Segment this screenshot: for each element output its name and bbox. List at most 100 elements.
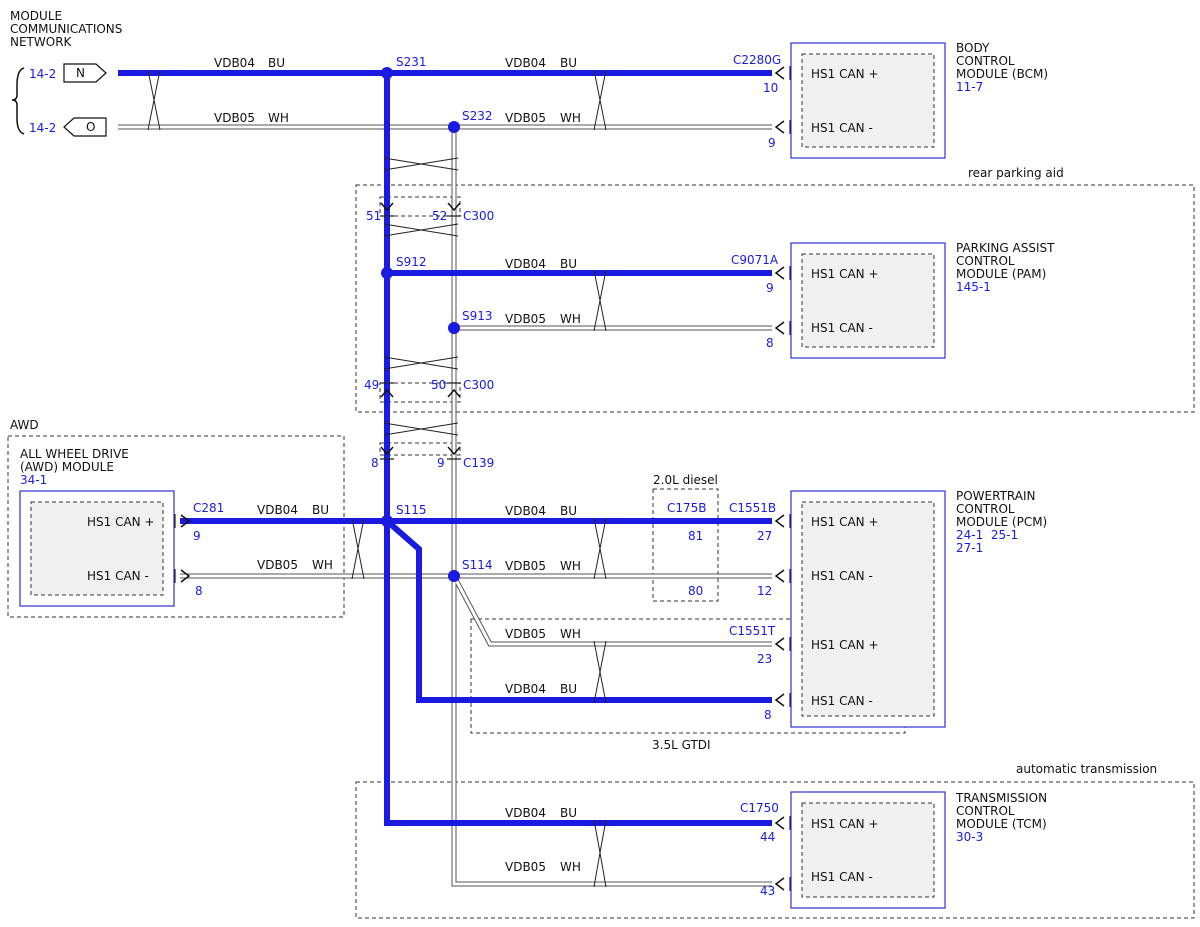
modules-tcm-pins-1-pin-label: 43 <box>760 884 775 898</box>
modules-pam-pins-1-pin-label: 8 <box>766 336 774 350</box>
circuits-bu-color-label: BU <box>312 503 329 517</box>
circuits-bu-color-label: BU <box>268 56 285 70</box>
circuits-wh-color-label: WH <box>268 111 289 125</box>
connector-c300-bottom[interactable]: C300 <box>463 378 494 392</box>
splice-dot-s912 <box>381 267 393 279</box>
group-box-diesel <box>652 488 719 602</box>
circuits-bu-code-label: VDB04 <box>257 503 298 517</box>
modules-awd-name-lines-1-label: (AWD) MODULE <box>20 460 114 474</box>
modules-pam-pins-0-label-label: HS1 CAN + <box>811 267 879 281</box>
module-bcm[interactable]: HS1 CAN + HS1 CAN - BODY CONTROL MODULE … <box>733 41 1048 159</box>
circuits-bu-color-label: BU <box>560 257 577 271</box>
modules-bcm-name-lines-0-label: BODY <box>956 41 990 55</box>
group-label-awd: AWD <box>10 418 39 432</box>
splice-s114[interactable]: S114 <box>462 558 493 572</box>
connector-c139[interactable]: C139 <box>463 456 494 470</box>
modules-pam-pins-1-label-label: HS1 CAN - <box>811 321 873 335</box>
connector-c2280g: C2280G <box>733 53 781 67</box>
wires-bu <box>118 70 772 826</box>
splice-s115[interactable]: S115 <box>396 503 427 517</box>
pin-c139-wh: 9 <box>437 456 445 470</box>
connector-c175b[interactable]: C175B <box>667 501 707 515</box>
ref-14-2-o[interactable]: 14-2 <box>29 121 56 135</box>
group-label-diesel: 2.0L diesel <box>653 473 718 487</box>
group-label-automatic-transmission: automatic transmission <box>1016 762 1157 776</box>
tcm-ref: 30-3 <box>956 830 983 844</box>
modules-pam-pins-0-pin-label: 9 <box>766 281 774 295</box>
bcm-ref: 11-7 <box>956 80 983 94</box>
pin-c300-top-bu: 51 <box>366 209 381 223</box>
pin-c139-bu: 8 <box>371 456 379 470</box>
modules-pcm-pins-1-label-label: HS1 CAN - <box>811 569 873 583</box>
title-line-1: MODULE <box>10 9 62 23</box>
circuits-bu-code-label: VDB04 <box>505 257 546 271</box>
pam-ref: 145-1 <box>956 280 991 294</box>
pcm-ref-2: 27-1 <box>956 541 983 555</box>
splice-s232[interactable]: S232 <box>462 109 493 123</box>
inline-connector-ticks <box>380 202 461 460</box>
modules-pam-name-lines-0-label: PARKING ASSIST <box>956 241 1055 255</box>
modules-bcm-name-lines-2-label: MODULE (BCM) <box>956 67 1048 81</box>
modules-pam-name-lines-2-label: MODULE (PAM) <box>956 267 1046 281</box>
circuits-wh-color-label: WH <box>560 559 581 573</box>
connector-c1551b: C1551B <box>729 501 776 515</box>
brace-icon <box>11 67 25 135</box>
circuits-bu-code-label: VDB04 <box>505 56 546 70</box>
modules-pcm-pins-2-label-label: HS1 CAN + <box>811 638 879 652</box>
modules-pcm-name-lines-2-label: MODULE (PCM) <box>956 515 1047 529</box>
offpage-arrow-n-icon <box>63 63 107 83</box>
modules-pcm-pins-2-pin-label: 23 <box>757 652 772 666</box>
module-pcm[interactable]: HS1 CAN + HS1 CAN - HS1 CAN + HS1 CAN - … <box>729 489 1047 728</box>
connector-box-c300-bottom <box>379 382 461 403</box>
connector-c9071a: C9071A <box>731 253 779 267</box>
wires-wh <box>118 124 772 887</box>
module-tcm[interactable]: HS1 CAN + HS1 CAN - TRANSMISSION CONTROL… <box>740 791 1047 909</box>
modules-pam-name-lines-1-label: CONTROL <box>956 254 1015 268</box>
splice-s913[interactable]: S913 <box>462 309 493 323</box>
modules-pcm-pins-1-pin-label: 12 <box>757 584 772 598</box>
modules-tcm-name-lines-2-label: MODULE (TCM) <box>956 817 1047 831</box>
twist-markers <box>147 69 607 888</box>
circuits-wh-code-label: VDB05 <box>257 558 298 572</box>
circuits-wh-color-label: WH <box>312 558 333 572</box>
splice-dot-s115 <box>381 515 393 527</box>
title-line-3: NETWORK <box>10 35 73 49</box>
splice-dot-s231 <box>381 67 393 79</box>
modules-bcm-pins-1-pin-label: 9 <box>768 136 776 150</box>
modules-awd-pins-0-label-label: HS1 CAN + <box>87 515 155 529</box>
circuits-wh-code-label: VDB05 <box>214 111 255 125</box>
circuits-wh-code-label: VDB05 <box>505 860 546 874</box>
pin-c175b-80: 80 <box>688 584 703 598</box>
connector-c1750: C1750 <box>740 801 779 815</box>
splice-s912[interactable]: S912 <box>396 255 427 269</box>
circuits-bu-color-label: BU <box>560 682 577 696</box>
circuits-wh-code-label: VDB05 <box>505 312 546 326</box>
ref-14-2-n[interactable]: 14-2 <box>29 67 56 81</box>
modules-pcm-pins-3-pin-label: 8 <box>764 708 772 722</box>
bcm-pin-label-1: HS1 CAN + <box>811 67 879 81</box>
modules-bcm-name-lines-1-label: CONTROL <box>956 54 1015 68</box>
circuits-bu-code-label: VDB04 <box>505 682 546 696</box>
modules-tcm-name-lines-1-label: CONTROL <box>956 804 1015 818</box>
pcm-ref-1: 24-1 25-1 <box>956 528 1018 542</box>
circuits-wh-code-label: VDB05 <box>505 111 546 125</box>
pin-c300-bottom-bu: 49 <box>364 378 379 392</box>
modules-awd-pins-0-pin-label: 9 <box>193 529 201 543</box>
modules-tcm-pins-0-label-label: HS1 CAN + <box>811 817 879 831</box>
group-label-rear-parking-aid: rear parking aid <box>968 166 1064 180</box>
splice-s231[interactable]: S231 <box>396 55 427 69</box>
modules-awd-name-lines-0-label: ALL WHEEL DRIVE <box>20 447 129 461</box>
connector-c300-top[interactable]: C300 <box>463 209 494 223</box>
module-awd[interactable]: HS1 CAN + HS1 CAN - ALL WHEEL DRIVE (AWD… <box>19 447 224 607</box>
modules-pcm-name-lines-1-label: CONTROL <box>956 502 1015 516</box>
modules-awd-pins-1-pin-label: 8 <box>195 584 203 598</box>
modules-awd-pins-1-label-label: HS1 CAN - <box>87 569 149 583</box>
modules-pcm-pins-0-label-label: HS1 CAN + <box>811 515 879 529</box>
connector-c281: C281 <box>193 501 224 515</box>
group-box-rear-parking-aid <box>355 184 1195 413</box>
circuits-bu-code-label: VDB04 <box>214 56 255 70</box>
circuits-wh-color-label: WH <box>560 312 581 326</box>
module-pam[interactable]: HS1 CAN + HS1 CAN - PARKING ASSIST CONTR… <box>731 241 1055 359</box>
